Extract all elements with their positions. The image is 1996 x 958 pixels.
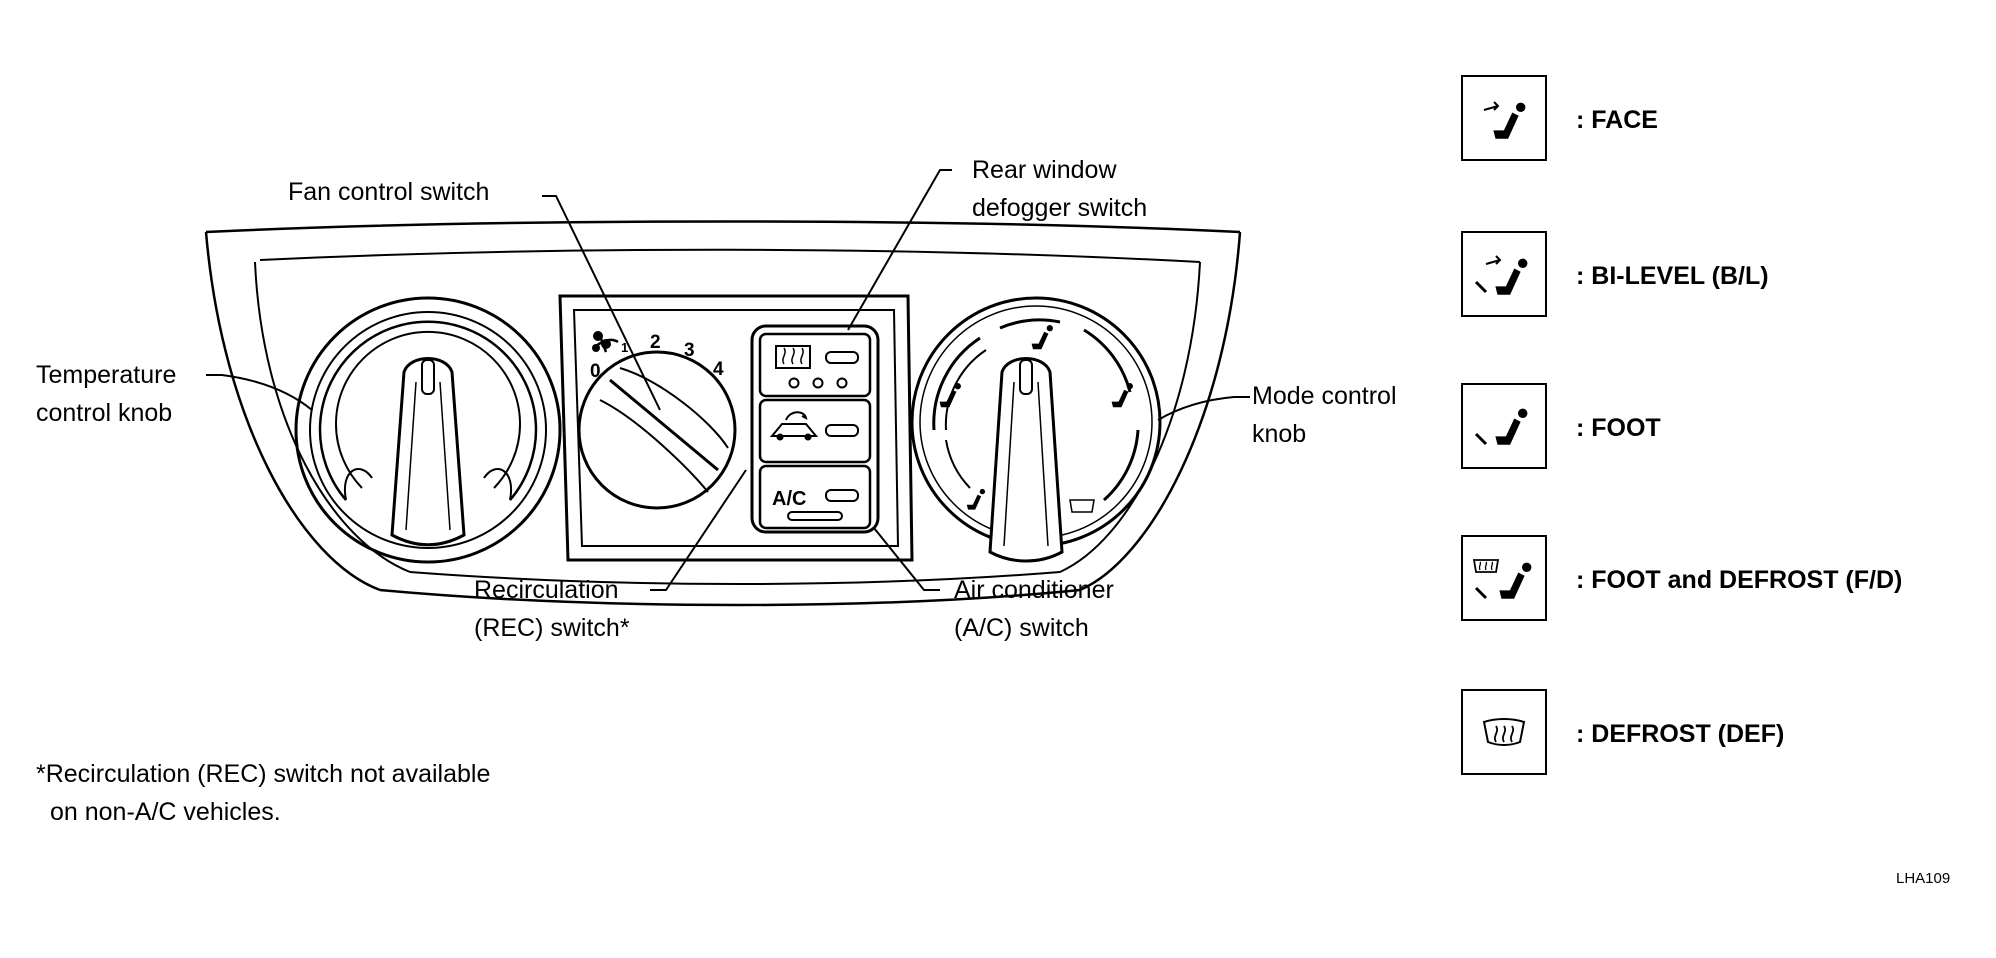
legend-label-face: : FACE (1576, 106, 1658, 134)
temperature-control-knob-label-line2: control knob (36, 399, 173, 427)
button-stack (750, 324, 880, 534)
rear-window-defogger-label-line2: defogger switch (972, 194, 1148, 222)
fan-scale-3: 3 (684, 340, 695, 361)
fan-speed-icon (592, 331, 611, 352)
legend-label-foot: : FOOT (1576, 414, 1661, 442)
fan-scale-4: 4 (713, 359, 724, 380)
fan-scale: 0 1 2 3 4 (590, 332, 724, 382)
footnote-line2: on non-A/C vehicles. (50, 798, 281, 826)
mode-control-knob (910, 296, 1162, 563)
recirculation-switch-label-line2: (REC) switch* (474, 614, 630, 642)
fan-control-switch (577, 335, 737, 510)
figure-code: LHA109 (1896, 870, 1951, 887)
legend-icon-foot (1461, 383, 1547, 469)
recirculation-button (769, 411, 859, 441)
legend-icon-foot-defrost (1461, 535, 1547, 621)
mode-position-icons (939, 325, 1133, 513)
legend-label-foot-defrost: : FOOT and DEFROST (F/D) (1576, 566, 1903, 594)
legend-label-bi-level: : BI-LEVEL (B/L) (1576, 262, 1769, 290)
temperature-control-knob-label-line1: Temperature (36, 361, 177, 389)
fan-control-switch-label: Fan control switch (288, 178, 490, 206)
air-conditioner-switch-label-line1: Air conditioner (954, 576, 1114, 604)
rear-window-defogger-label-line1: Rear window (972, 156, 1117, 184)
ac-button-text: A/C (772, 488, 806, 510)
fan-scale-2: 2 (650, 332, 661, 353)
air-conditioner-switch-label-line2: (A/C) switch (954, 614, 1089, 642)
temperature-control-knob (294, 296, 562, 564)
footnote-line1: *Recirculation (REC) switch not availabl… (36, 760, 491, 788)
legend-icon-face (1461, 75, 1547, 161)
air-conditioner-button (787, 489, 859, 521)
legend-label-defrost: : DEFROST (DEF) (1576, 720, 1785, 748)
recirculation-switch-label-line1: Recirculation (474, 576, 619, 604)
rear-window-defogger-button (775, 345, 859, 389)
mode-control-knob-label-line2: knob (1252, 420, 1307, 448)
dashboard-outline (204, 220, 1242, 607)
leader-lines (206, 169, 1250, 591)
center-control-panel (558, 294, 914, 562)
legend-icon-bi-level (1461, 231, 1547, 317)
fan-scale-1: 1 (621, 340, 628, 355)
fan-scale-0: 0 (590, 361, 601, 382)
legend-icon-defrost (1461, 689, 1547, 775)
mode-control-knob-label-line1: Mode control (1252, 382, 1397, 410)
